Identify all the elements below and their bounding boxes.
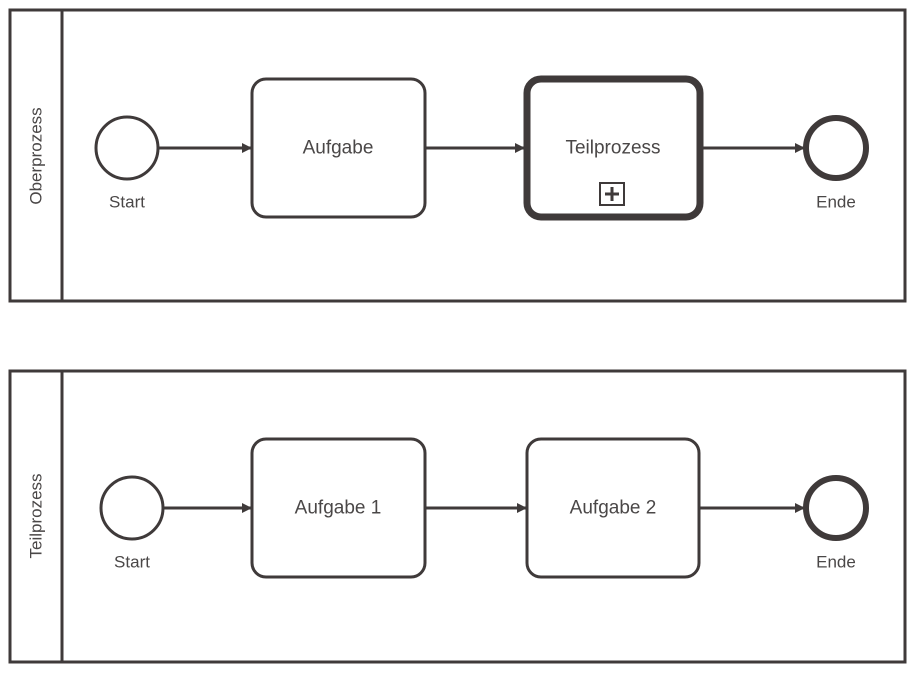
end-event[interactable] [803,115,869,181]
start-event-label: Start [109,193,145,212]
pool-title: Teilprozess [27,473,46,558]
pool-title: Oberprozess [27,107,46,204]
task-aufgabe-2[interactable] [525,437,701,579]
task-label: Aufgabe [303,138,374,159]
task-label: Aufgabe 2 [570,498,657,519]
start-event-label: Start [114,553,150,572]
task-aufgabe-1[interactable] [250,437,427,579]
start-event[interactable] [94,115,160,181]
subprocess-label: Teilprozess [565,138,660,159]
subprocess-teilprozess[interactable] [523,75,704,221]
pool-teilprozess[interactable]: Teilprozess Start Aufgabe 1 Aufgabe 2 En… [8,369,907,664]
pool-oberprozess[interactable]: Oberprozess Start Aufgabe Teilprozess En… [8,8,907,303]
task-label: Aufgabe 1 [295,498,382,519]
end-event-label: Ende [816,553,856,572]
pool-border [8,8,907,303]
end-event[interactable] [803,475,869,541]
plus-square-icon[interactable] [599,182,625,206]
start-event[interactable] [99,475,165,541]
task-aufgabe[interactable] [250,77,427,219]
end-event-label: Ende [816,193,856,212]
